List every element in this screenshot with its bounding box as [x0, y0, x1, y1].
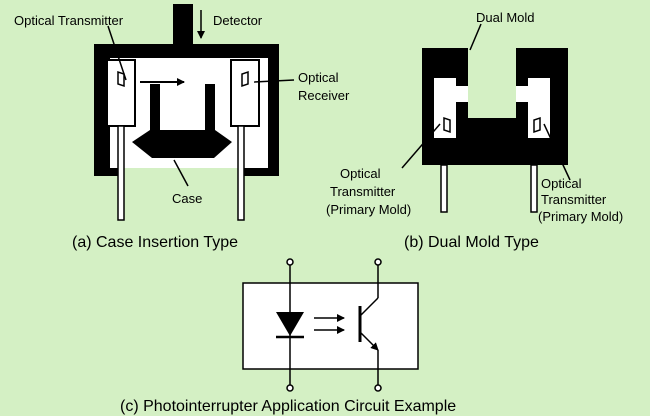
- left-transmitter-label-line3: (Primary Mold): [326, 202, 411, 217]
- detector-block: [173, 4, 193, 70]
- receiver-lens: [241, 70, 249, 88]
- case-leader: [173, 159, 189, 187]
- right-lead: [530, 164, 538, 213]
- detector-label: Detector: [213, 13, 263, 28]
- left-transmitter-label-line1: Optical: [340, 166, 381, 181]
- transmitter-leader: [107, 25, 127, 81]
- transmitter-lead: [117, 125, 125, 221]
- led-anode-terminal: [286, 258, 294, 266]
- mold-slot: [468, 48, 516, 118]
- dual-mold-leader: [469, 23, 482, 51]
- right-mold-window: [516, 86, 528, 102]
- emitter-terminal: [374, 384, 382, 392]
- right-transmitter-label-line3: (Primary Mold): [538, 209, 623, 224]
- receiver-leader: [253, 79, 295, 83]
- caption-c: (c) Photointerrupter Application Circuit…: [120, 398, 456, 415]
- right-transmitter-label-line1: Optical: [541, 176, 582, 191]
- left-transmitter-label-line2: Transmitter: [330, 184, 396, 199]
- caption-b: (b) Dual Mold Type: [404, 234, 539, 251]
- application-circuit-diagram: (c) Photointerrupter Application Circuit…: [120, 258, 456, 415]
- optical-receiver-label-line1: Optical: [298, 70, 339, 85]
- transmitter-lens: [117, 70, 125, 88]
- receiver-lead: [237, 125, 245, 221]
- dual-mold-diagram: Dual Mold Optical Transmitter (Primary M…: [326, 10, 623, 251]
- left-transmitter-leader: [401, 123, 441, 169]
- right-lens: [533, 116, 541, 134]
- left-mold-window: [456, 86, 468, 102]
- phototransistor-emitter: [359, 331, 379, 351]
- optical-transmitter-label: Optical Transmitter: [14, 13, 124, 28]
- package-outline: [242, 282, 419, 370]
- phototransistor-collector: [359, 297, 379, 317]
- right-transmitter-leader: [543, 123, 571, 181]
- transmitter-package: [106, 59, 136, 127]
- case-insertion-diagram: Optical Transmitter Detector Optical Rec…: [14, 4, 350, 251]
- led-diode-icon: [276, 312, 304, 336]
- led-cathode-terminal: [286, 384, 294, 392]
- case-tray: [132, 84, 232, 158]
- dual-mold-label: Dual Mold: [476, 10, 535, 25]
- right-transmitter-label-line2: Transmitter: [541, 192, 607, 207]
- receiver-package: [230, 59, 260, 127]
- caption-a: (a) Case Insertion Type: [72, 234, 238, 251]
- case-label: Case: [172, 191, 202, 206]
- collector-terminal: [374, 258, 382, 266]
- left-lead: [440, 164, 448, 213]
- optical-receiver-label-line2: Receiver: [298, 88, 350, 103]
- left-lens: [443, 116, 451, 134]
